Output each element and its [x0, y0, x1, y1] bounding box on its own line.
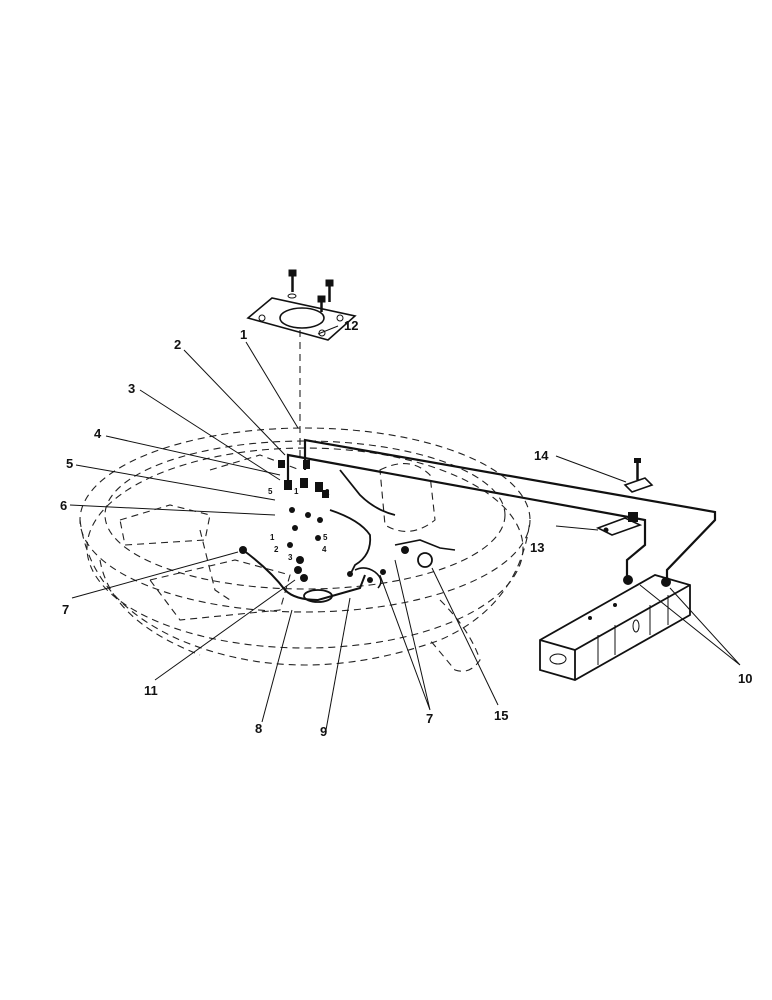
lower-cables	[242, 509, 456, 603]
callout-11: 11	[144, 683, 158, 698]
terminal-mark: 4	[322, 545, 327, 554]
cable-clip-14	[623, 458, 654, 493]
callout-7-right: 7	[426, 711, 433, 726]
phantom-housing	[79, 330, 531, 672]
bracket-bolts	[287, 269, 334, 312]
callout-2: 2	[174, 337, 181, 352]
callout-5: 5	[66, 456, 73, 471]
terminal-mark: 5	[323, 533, 328, 542]
callout-7-left: 7	[62, 602, 69, 617]
callout-6: 6	[60, 498, 67, 513]
battery	[539, 574, 691, 681]
terminal-mark: 2	[325, 488, 330, 497]
leader-lines	[69, 325, 741, 731]
cable-clip-13	[595, 512, 643, 536]
callout-labels: 1 2 3 4 5 6 7 7 8 9 10 11 12 13 14 15	[60, 318, 752, 739]
terminal-mark: 3	[288, 553, 293, 562]
callout-4: 4	[94, 426, 102, 441]
terminal-mark: 1	[294, 487, 299, 496]
terminal-mark: 2	[274, 545, 279, 554]
callout-3: 3	[128, 381, 135, 396]
callout-14: 14	[534, 448, 549, 463]
callout-13: 13	[530, 540, 544, 555]
callout-9: 9	[320, 724, 327, 739]
callout-8: 8	[255, 721, 262, 736]
mounting-bracket-plate	[246, 297, 357, 341]
callout-15: 15	[494, 708, 508, 723]
terminal-mark: 5	[268, 487, 273, 496]
callout-12: 12	[344, 318, 358, 333]
callout-10: 10	[738, 671, 752, 686]
callout-1: 1	[240, 327, 247, 342]
main-harness-cable	[286, 438, 717, 580]
terminal-mark: 1	[270, 533, 275, 542]
terminal-block-cluster	[239, 460, 329, 582]
terminal-marks: 5 1 2 1 2 3 5 4	[268, 487, 330, 562]
